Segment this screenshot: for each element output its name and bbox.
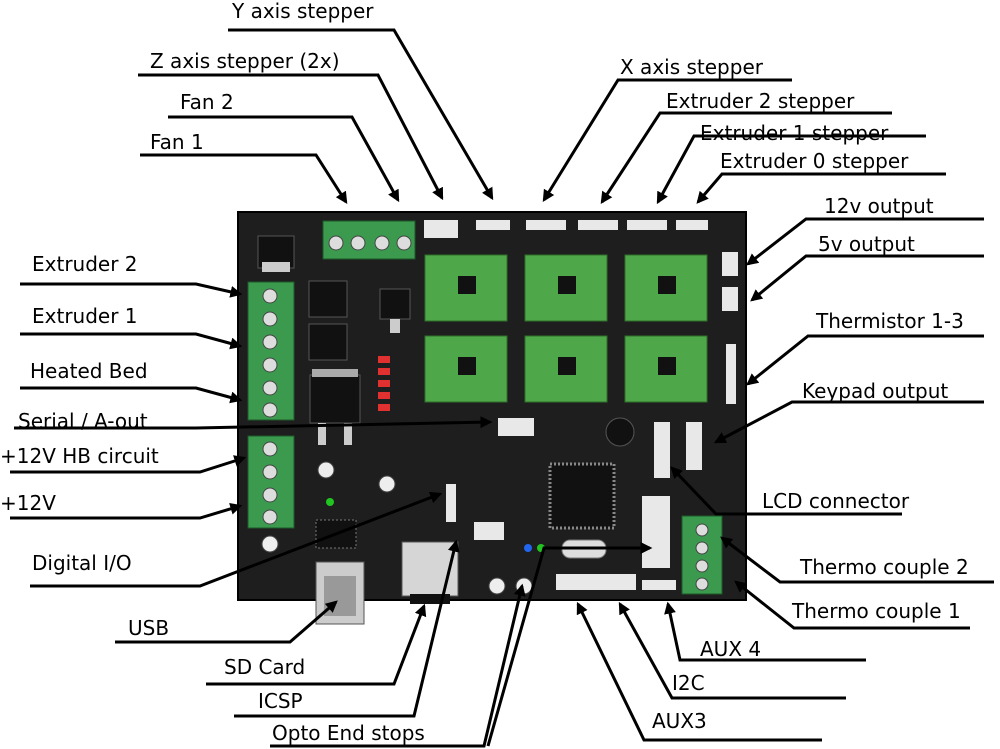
label-fan2: Fan 2 (180, 90, 234, 114)
label-extruder1: Extruder 1 (32, 304, 138, 328)
power-out-terminal-block (247, 281, 295, 421)
label-lcd-connector: LCD connector (762, 489, 910, 513)
label-thermo-couple-1: Thermo couple 1 (791, 599, 961, 623)
mosfets (308, 280, 411, 445)
stepper-drivers (424, 254, 708, 403)
usb-connector (315, 561, 365, 625)
label-5v-output: 5v output (818, 232, 915, 256)
label-y-axis: Y axis stepper (231, 0, 374, 23)
capacitor (378, 475, 396, 493)
label-hb-circuit: +12V HB circuit (0, 444, 159, 468)
label-x-axis: X axis stepper (620, 55, 764, 79)
status-leds (378, 356, 390, 411)
label-serial: Serial / A-out (18, 409, 148, 433)
label-icsp: ICSP (258, 689, 303, 713)
label-aux4: AUX 4 (700, 637, 761, 661)
label-extruder2: Extruder 2 (32, 252, 138, 276)
label-extruder2-stepper: Extruder 2 stepper (666, 89, 855, 113)
buzzer (605, 417, 635, 447)
capacitor (515, 577, 533, 595)
pcb-board (237, 211, 747, 625)
capacitor (261, 535, 279, 553)
regulator-chip (257, 235, 295, 272)
label-i2c: I2C (672, 671, 705, 695)
led-blue (524, 544, 532, 552)
label-fan1: Fan 1 (150, 130, 204, 154)
label-opto-end-stops: Opto End stops (272, 721, 425, 745)
labels: Y axis stepper Z axis stepper (2x) X axi… (0, 0, 969, 745)
label-aux3: AUX3 (652, 709, 707, 733)
label-sd-card: SD Card (224, 655, 305, 679)
label-thermistor: Thermistor 1-3 (815, 309, 964, 333)
top-headers (424, 220, 708, 238)
label-usb: USB (128, 616, 169, 640)
capacitor (488, 577, 506, 595)
label-thermo-couple-2: Thermo couple 2 (799, 555, 969, 579)
microcontroller (548, 462, 616, 530)
led-green-power (326, 498, 334, 506)
fan-terminal-block (322, 220, 416, 260)
thermocouple-terminal-block (681, 515, 723, 595)
label-plus-12v: +12V (0, 491, 56, 515)
capacitor (317, 461, 335, 479)
label-heated-bed: Heated Bed (30, 359, 148, 383)
label-z-axis: Z axis stepper (2x) (150, 49, 340, 73)
label-extruder1-stepper: Extruder 1 stepper (700, 121, 889, 145)
label-12v-output: 12v output (824, 194, 934, 218)
leader-lines (10, 28, 994, 748)
label-keypad-output: Keypad output (802, 379, 948, 403)
label-extruder0-stepper: Extruder 0 stepper (720, 149, 909, 173)
label-digital-io: Digital I/O (32, 551, 132, 575)
power-in-terminal-block (247, 435, 295, 529)
right-headers (446, 252, 738, 590)
